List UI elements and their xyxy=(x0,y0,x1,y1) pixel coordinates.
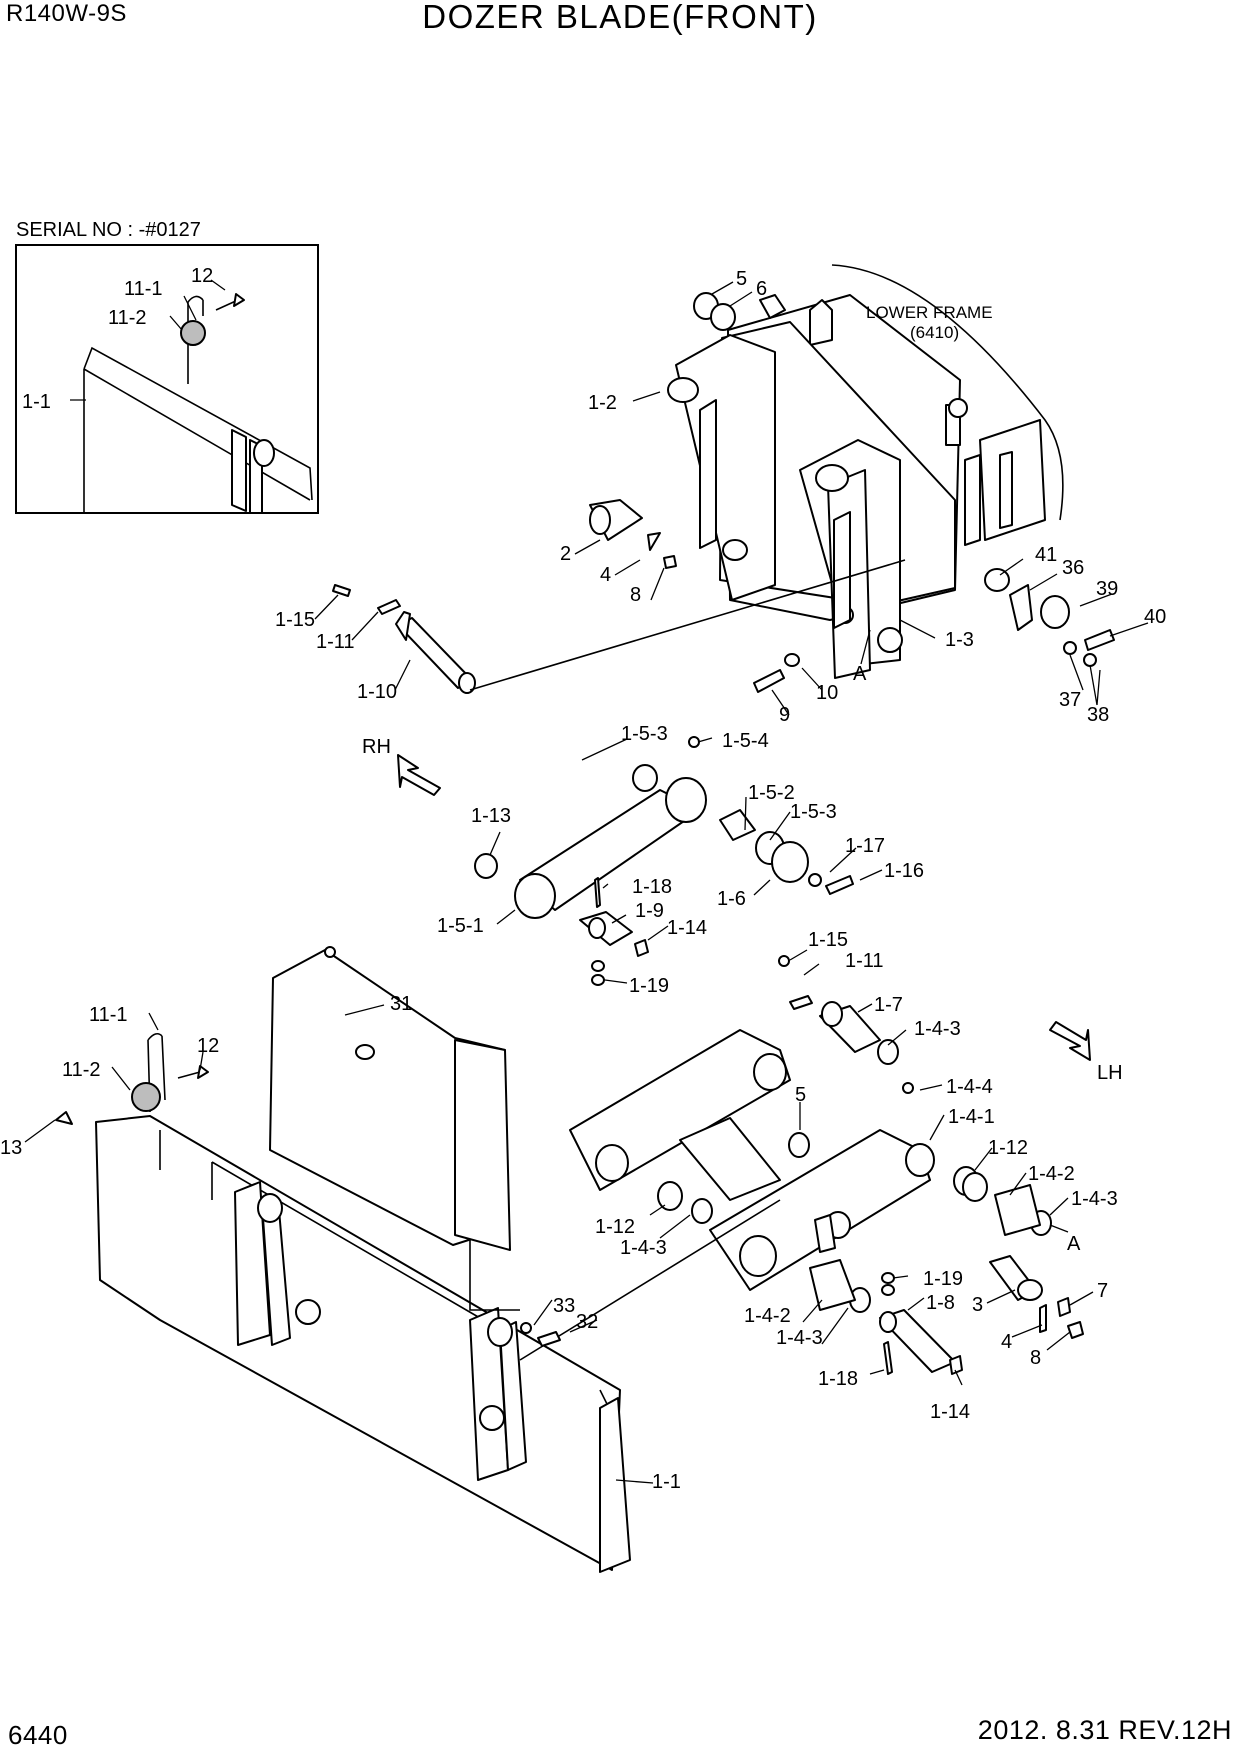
washers-1-4-3-1-12 xyxy=(657,1039,1052,1313)
callout-33: 33 xyxy=(553,1295,575,1317)
pin-1-10 xyxy=(332,559,906,694)
bolt-9-washer-10 xyxy=(753,653,800,693)
pin-3 xyxy=(989,1255,1084,1339)
callout-1-18-upper: 1-18 xyxy=(632,876,672,898)
lh-direction-arrow xyxy=(1049,1021,1091,1061)
callout-5-lower: 5 xyxy=(795,1084,806,1106)
pin-1-8 xyxy=(879,1272,963,1375)
callout-3: 3 xyxy=(972,1294,983,1316)
callout-13: 13 xyxy=(0,1137,22,1159)
callout-1-19-upper: 1-19 xyxy=(629,975,669,997)
callout-1-11-lower: 1-11 xyxy=(845,950,884,972)
rh-label: RH xyxy=(362,736,391,758)
callout-1-5-3-upper: 1-5-3 xyxy=(621,723,668,745)
callout-1-15-top: 1-15 xyxy=(275,609,315,631)
link-1-5 xyxy=(474,736,854,919)
pin-2 xyxy=(589,499,643,541)
revision-date: 2012. 8.31 REV.12H xyxy=(977,1715,1232,1745)
callout-5: 5 xyxy=(736,268,747,290)
callout-1-12-right: 1-12 xyxy=(988,1137,1028,1159)
callout-1-2: 1-2 xyxy=(588,392,617,414)
lock-bracket-36-41 xyxy=(984,568,1115,667)
serial-note: SERIAL NO : -#0127 xyxy=(16,219,201,241)
leader-lines xyxy=(24,279,1149,1484)
callout-41: 41 xyxy=(1035,544,1057,566)
small-parts-8-4 xyxy=(647,532,677,569)
callout-39: 39 xyxy=(1096,578,1118,600)
serial-inset xyxy=(15,244,319,514)
callout-10: 10 xyxy=(816,682,838,704)
blade-1-1 xyxy=(95,1115,781,1573)
callout-12-inset: 12 xyxy=(191,265,213,287)
callout-1-4-3-upper: 1-4-3 xyxy=(914,1018,961,1040)
callout-1-14-upper: 1-14 xyxy=(667,917,707,939)
callout-7: 7 xyxy=(1097,1280,1108,1302)
callout-1-9: 1-9 xyxy=(635,900,664,922)
callout-1-17: 1-17 xyxy=(845,835,885,857)
callout-1-7: 1-7 xyxy=(874,994,903,1016)
callout-1-6: 1-6 xyxy=(717,888,746,910)
pin-1-7 xyxy=(778,955,881,1053)
callout-1-5-3-lower: 1-5-3 xyxy=(790,801,837,823)
callout-40: 40 xyxy=(1144,606,1166,628)
callout-31: 31 xyxy=(390,993,412,1015)
callout-2: 2 xyxy=(560,543,571,565)
callout-1-4-3-left: 1-4-3 xyxy=(620,1237,667,1259)
callout-4: 4 xyxy=(600,564,611,586)
callout-11-2-inset: 11-2 xyxy=(108,307,147,329)
callout-11-1: 11-1 xyxy=(89,1004,128,1026)
page-title: DOZER BLADE(FRONT) xyxy=(422,0,818,35)
lh-label: LH xyxy=(1097,1062,1123,1084)
callout-1-4-2-lower: 1-4-2 xyxy=(744,1305,791,1327)
callout-6: 6 xyxy=(756,278,767,300)
callout-1-1: 1-1 xyxy=(652,1471,681,1493)
callout-37: 37 xyxy=(1059,689,1081,711)
callout-a-frame: A xyxy=(853,663,867,685)
callout-32: 32 xyxy=(576,1311,598,1333)
callout-4-lower: 4 xyxy=(1001,1331,1012,1353)
callout-1-8: 1-8 xyxy=(926,1292,955,1314)
callout-1-18-lower: 1-18 xyxy=(818,1368,858,1390)
callout-1-12-left: 1-12 xyxy=(595,1216,635,1238)
callout-1-16: 1-16 xyxy=(884,860,924,882)
callout-1-13: 1-13 xyxy=(471,805,511,827)
lower-frame-ref: (6410) xyxy=(910,323,959,342)
callout-1-3: 1-3 xyxy=(945,629,974,651)
callout-1-4-4: 1-4-4 xyxy=(946,1076,993,1098)
callout-1-10: 1-10 xyxy=(357,681,397,703)
callout-1-14-lower: 1-14 xyxy=(930,1401,970,1423)
callout-11-2: 11-2 xyxy=(62,1059,101,1081)
callout-36: 36 xyxy=(1062,557,1084,579)
rh-direction-arrow xyxy=(397,754,441,796)
callout-38: 38 xyxy=(1087,704,1109,726)
page-number: 6440 xyxy=(8,1720,68,1750)
pin-1-9 xyxy=(579,877,649,986)
frame-1-4 xyxy=(569,1029,935,1291)
callout-12: 12 xyxy=(197,1035,219,1057)
guard-31 xyxy=(269,946,520,1311)
model-number: R140W-9S xyxy=(6,0,127,27)
bushings-1-4-2 xyxy=(809,1184,1041,1311)
callout-1-19-lower: 1-19 xyxy=(923,1268,963,1290)
callout-1-5-4: 1-5-4 xyxy=(722,730,769,752)
bolt-32-33 xyxy=(520,1322,561,1347)
lower-frame-note: LOWER FRAME xyxy=(866,303,993,322)
callout-1-4-3-right: 1-4-3 xyxy=(1071,1188,1118,1210)
callout-1-1-inset: 1-1 xyxy=(22,391,51,413)
callout-9: 9 xyxy=(779,704,790,726)
callout-11-1-inset: 11-1 xyxy=(124,278,163,300)
callout-8: 8 xyxy=(630,584,641,606)
callout-a-frame-lower: A xyxy=(1067,1233,1081,1255)
callout-1-4-1: 1-4-1 xyxy=(948,1106,995,1128)
callout-1-4-3-lower: 1-4-3 xyxy=(776,1327,823,1349)
callout-1-15-lower: 1-15 xyxy=(808,929,848,951)
callout-8-lower: 8 xyxy=(1030,1347,1041,1369)
washer-5-top xyxy=(693,292,736,331)
callout-1-4-2-right: 1-4-2 xyxy=(1028,1163,1075,1185)
callout-1-11-top: 1-11 xyxy=(316,631,355,653)
callout-1-5-1: 1-5-1 xyxy=(437,915,484,937)
callout-1-5-2: 1-5-2 xyxy=(748,782,795,804)
frame-mounting-plate xyxy=(667,321,956,679)
